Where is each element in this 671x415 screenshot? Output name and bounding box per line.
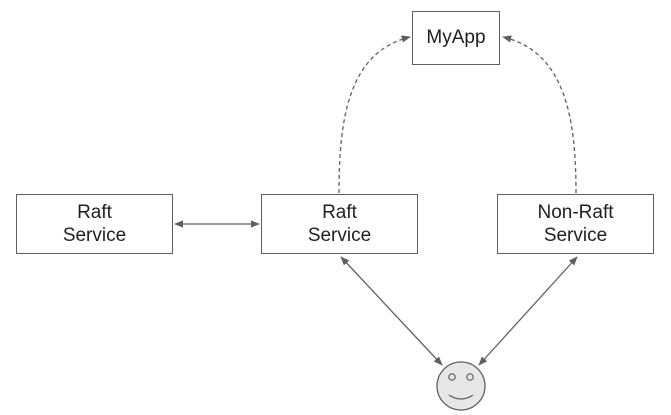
- edge-nonraft-to-user: [478, 256, 578, 366]
- raft-service-center-node: Raft Service: [261, 194, 418, 254]
- myapp-node: MyApp: [412, 11, 500, 65]
- raft-service-left-node: Raft Service: [16, 194, 173, 254]
- right-eye-icon: [466, 373, 474, 381]
- mouth-icon: [448, 394, 474, 400]
- non-raft-service-node: Non-Raft Service: [497, 194, 654, 254]
- edge-raft-center-to-user: [340, 256, 443, 366]
- left-eye-icon: [448, 373, 456, 381]
- smiley-face-icon: [436, 361, 486, 411]
- edge-nonraft-to-myapp: [502, 35, 577, 194]
- edge-raft-center-to-myapp: [338, 35, 411, 194]
